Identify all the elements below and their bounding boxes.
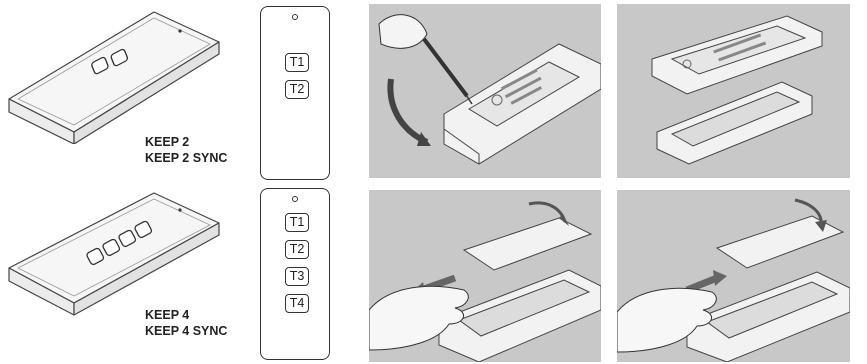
step-slide-cover-out [369,190,601,362]
led-indicator [292,14,298,20]
step-case-opened [617,4,850,178]
model-name: KEEP 2 [145,134,227,150]
model-sync-name: KEEP 2 SYNC [145,150,227,166]
key-t4: T4 [285,294,309,313]
keep2-remote-illustration [4,4,224,144]
key-t3: T3 [285,267,309,286]
keep4-key-layout: T1 T2 T3 T4 [260,188,330,360]
key-t1: T1 [285,53,309,72]
keep2-model-label: KEEP 2 KEEP 2 SYNC [145,134,227,166]
led-indicator [292,196,298,202]
keep4-model-label: KEEP 4 KEEP 4 SYNC [145,307,227,339]
step-open-with-screwdriver [369,4,601,178]
model-name: KEEP 4 [145,307,227,323]
key-t2: T2 [285,80,309,99]
keep2-key-layout: T1 T2 [260,6,330,180]
key-t2: T2 [285,240,309,259]
key-t1: T1 [285,213,309,232]
step-slide-cover-in [617,190,850,362]
model-sync-name: KEEP 4 SYNC [145,323,227,339]
